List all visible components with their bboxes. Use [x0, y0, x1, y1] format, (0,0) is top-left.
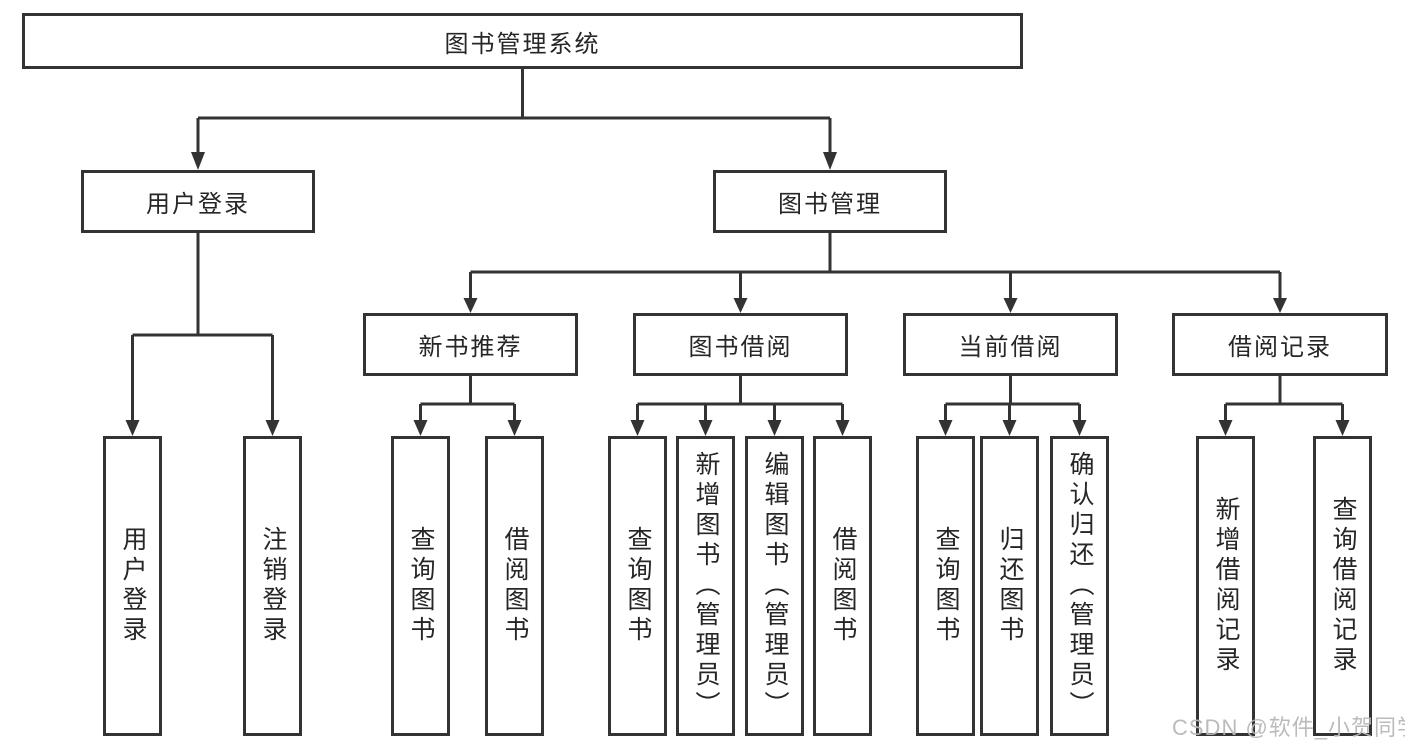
node-current-borrowing-label: 当前借阅	[958, 334, 1063, 361]
node-root-label: 图书管理系统	[444, 30, 601, 58]
node-current-borrowing: 当前借阅	[903, 313, 1118, 376]
leaf-query-books-3: 查询图书	[916, 436, 975, 736]
leaf-logout-label: 注销登录	[259, 526, 287, 646]
leaf-add-borrow-record-label: 新增借阅记录	[1212, 496, 1240, 676]
leaf-query-books-1-label: 查询图书	[407, 526, 435, 646]
node-user-login: 用户登录	[81, 170, 315, 233]
leaf-edit-books-admin-label: 编辑图书（管理员）	[761, 451, 789, 721]
leaf-confirm-return-admin-label: 确认归还（管理员）	[1066, 451, 1094, 721]
node-book-borrowing-label: 图书借阅	[688, 334, 793, 361]
csdn-watermark: CSDN @软件_小贺同学	[1172, 715, 1405, 740]
node-root-title: 图书管理系统	[22, 13, 1023, 69]
node-book-management: 图书管理	[713, 170, 947, 233]
leaf-borrow-books-2: 借阅图书	[813, 436, 872, 736]
leaf-query-borrow-record-label: 查询借阅记录	[1329, 496, 1357, 676]
node-borrow-records-label: 借阅记录	[1228, 334, 1332, 361]
leaf-borrow-books-2-label: 借阅图书	[829, 526, 857, 646]
leaf-user-login: 用户登录	[103, 436, 162, 736]
leaf-return-books-label: 归还图书	[996, 526, 1024, 646]
leaf-borrow-books-1: 借阅图书	[485, 436, 544, 736]
node-borrow-records: 借阅记录	[1172, 313, 1388, 376]
leaf-query-borrow-record: 查询借阅记录	[1313, 436, 1372, 736]
node-new-book-recommend: 新书推荐	[363, 313, 578, 376]
leaf-borrow-books-1-label: 借阅图书	[501, 526, 529, 646]
leaf-add-borrow-record: 新增借阅记录	[1196, 436, 1255, 736]
leaf-return-books: 归还图书	[980, 436, 1039, 736]
leaf-query-books-3-label: 查询图书	[932, 526, 960, 646]
leaf-add-books-admin-label: 新增图书（管理员）	[692, 451, 720, 721]
leaf-logout: 注销登录	[243, 436, 302, 736]
node-user-login-label: 用户登录	[146, 191, 250, 218]
node-book-borrowing: 图书借阅	[633, 313, 848, 376]
leaf-query-books-2-label: 查询图书	[624, 526, 652, 646]
leaf-query-books-1: 查询图书	[391, 436, 450, 736]
leaf-user-login-label: 用户登录	[119, 526, 147, 646]
leaf-query-books-2: 查询图书	[608, 436, 667, 736]
leaf-confirm-return-admin: 确认归还（管理员）	[1050, 436, 1109, 736]
node-new-book-recommend-label: 新书推荐	[418, 334, 523, 361]
node-book-management-label: 图书管理	[778, 191, 882, 218]
leaf-edit-books-admin: 编辑图书（管理员）	[745, 436, 804, 736]
leaf-add-books-admin: 新增图书（管理员）	[676, 436, 735, 736]
arrow-heads	[125, 152, 1350, 436]
connector-strokes	[131, 69, 1344, 422]
